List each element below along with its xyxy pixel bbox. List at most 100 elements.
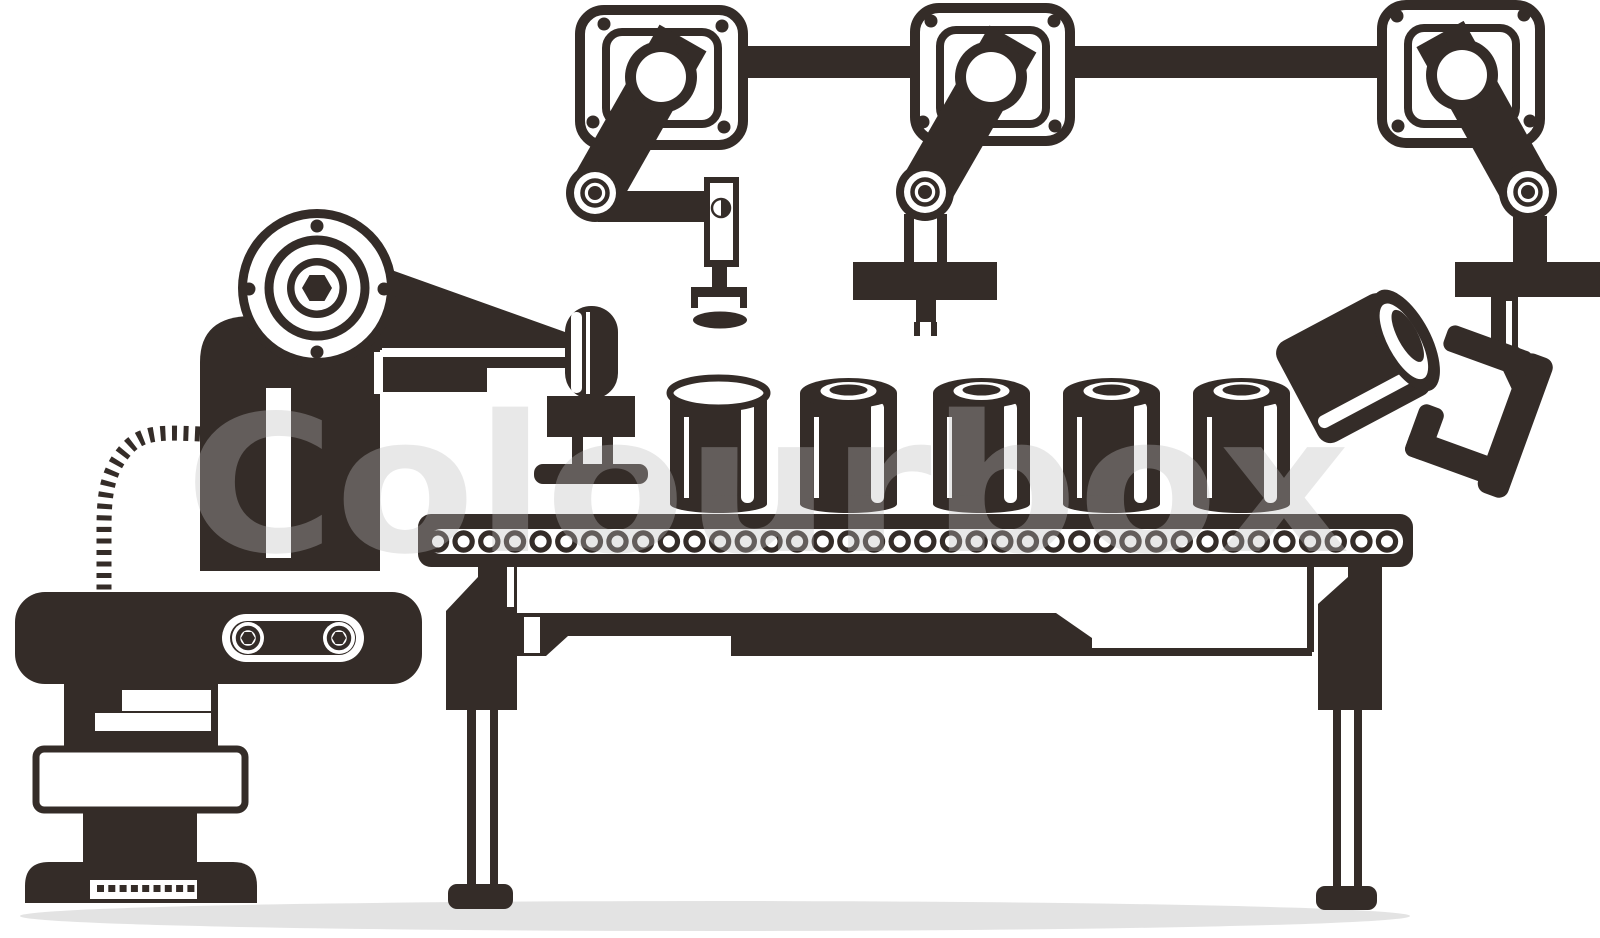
screw-dot <box>715 19 729 33</box>
can <box>1063 378 1160 513</box>
vent-dot <box>97 885 104 892</box>
roller <box>1144 530 1168 553</box>
roller <box>1273 530 1296 553</box>
hex-nut-icon <box>332 632 346 644</box>
roller <box>1068 530 1091 553</box>
cylinder-roll <box>1276 289 1440 444</box>
shoulder-block <box>383 357 487 392</box>
gripper-arm-top <box>1443 325 1533 378</box>
crank-ring-hole <box>966 52 1016 102</box>
vent-dot <box>130 885 138 892</box>
can-highlight <box>1207 417 1212 498</box>
can-top-hole <box>829 384 868 396</box>
vent-dot <box>176 885 184 892</box>
roller <box>1170 530 1194 553</box>
vent-dot <box>108 885 116 892</box>
pivot-joint <box>580 178 610 208</box>
screw-dot <box>1523 114 1537 128</box>
pivot-joint <box>918 185 932 199</box>
vent-dot <box>187 885 195 892</box>
suction-bracket <box>691 287 747 297</box>
roller <box>657 530 681 553</box>
tool-rod <box>937 214 947 264</box>
bracket-slot <box>122 690 211 711</box>
roller <box>580 530 604 553</box>
robot-arm-left <box>96 209 648 592</box>
suction-bracket <box>740 297 747 308</box>
vacuum-tool-window <box>710 183 733 260</box>
roll-open-end <box>1391 309 1424 362</box>
base-pedestal <box>83 810 197 862</box>
rail-segment <box>745 46 915 78</box>
robot-base <box>15 592 422 903</box>
roller <box>888 530 911 553</box>
can-top-open <box>666 374 771 412</box>
press-foot <box>534 464 648 484</box>
leg-foot <box>1316 886 1377 910</box>
vent-dot <box>164 885 172 892</box>
vent-dot <box>153 885 161 892</box>
roller <box>529 530 552 553</box>
gauge-icon <box>721 199 730 217</box>
cans-group <box>666 374 1290 513</box>
roller <box>1093 530 1117 553</box>
roller <box>426 530 450 553</box>
screw-dot <box>1390 9 1404 23</box>
robot-gripper <box>1405 325 1553 498</box>
base-bolt <box>326 625 352 651</box>
can-highlight <box>814 417 819 498</box>
can-highlight <box>684 417 689 498</box>
vent-dot <box>142 885 150 892</box>
screw-dot <box>597 17 611 31</box>
arm-rod <box>487 357 567 368</box>
can-highlight <box>1264 402 1277 503</box>
roller <box>939 530 963 553</box>
can-highlight <box>871 402 884 503</box>
bolt-dot <box>242 282 256 296</box>
screw-dot <box>586 115 600 129</box>
roller <box>1247 530 1271 553</box>
roller <box>1196 530 1219 553</box>
leg-rod <box>1307 562 1314 652</box>
actuator-unit-3 <box>1276 0 1600 498</box>
press-prong <box>602 437 613 467</box>
screw-dot <box>1391 119 1405 133</box>
screw-dot <box>924 14 938 28</box>
roller <box>965 530 988 553</box>
press-plate <box>853 262 997 300</box>
roller <box>785 530 809 553</box>
gripper-neck <box>916 300 936 322</box>
bracket-slot <box>95 713 211 731</box>
leg-cut <box>446 567 478 611</box>
roller <box>991 530 1014 553</box>
roller <box>862 530 886 553</box>
gripper-prong <box>914 322 920 336</box>
press-tool <box>534 306 648 484</box>
leg-cut <box>1318 567 1348 604</box>
roller <box>734 530 758 553</box>
body-slot <box>266 388 291 558</box>
screw-dot <box>916 115 930 129</box>
can <box>800 378 897 513</box>
rail-segment <box>1073 46 1379 78</box>
conveyor-table <box>418 514 1413 910</box>
power-cable <box>96 425 201 592</box>
leg-slit <box>507 567 514 607</box>
roller <box>478 530 501 553</box>
leg-foot <box>448 884 513 909</box>
screw-dot <box>1047 14 1061 28</box>
can-open <box>666 374 771 513</box>
roller <box>683 530 706 553</box>
roller <box>1016 530 1040 553</box>
roller <box>1324 530 1348 553</box>
roller <box>708 530 732 553</box>
picked-disc <box>693 311 747 329</box>
roller <box>555 530 578 553</box>
can-highlight <box>1004 402 1017 503</box>
suction-bracket <box>691 297 698 308</box>
roller <box>606 530 629 553</box>
can-highlight <box>1077 417 1082 498</box>
can <box>1193 378 1290 513</box>
